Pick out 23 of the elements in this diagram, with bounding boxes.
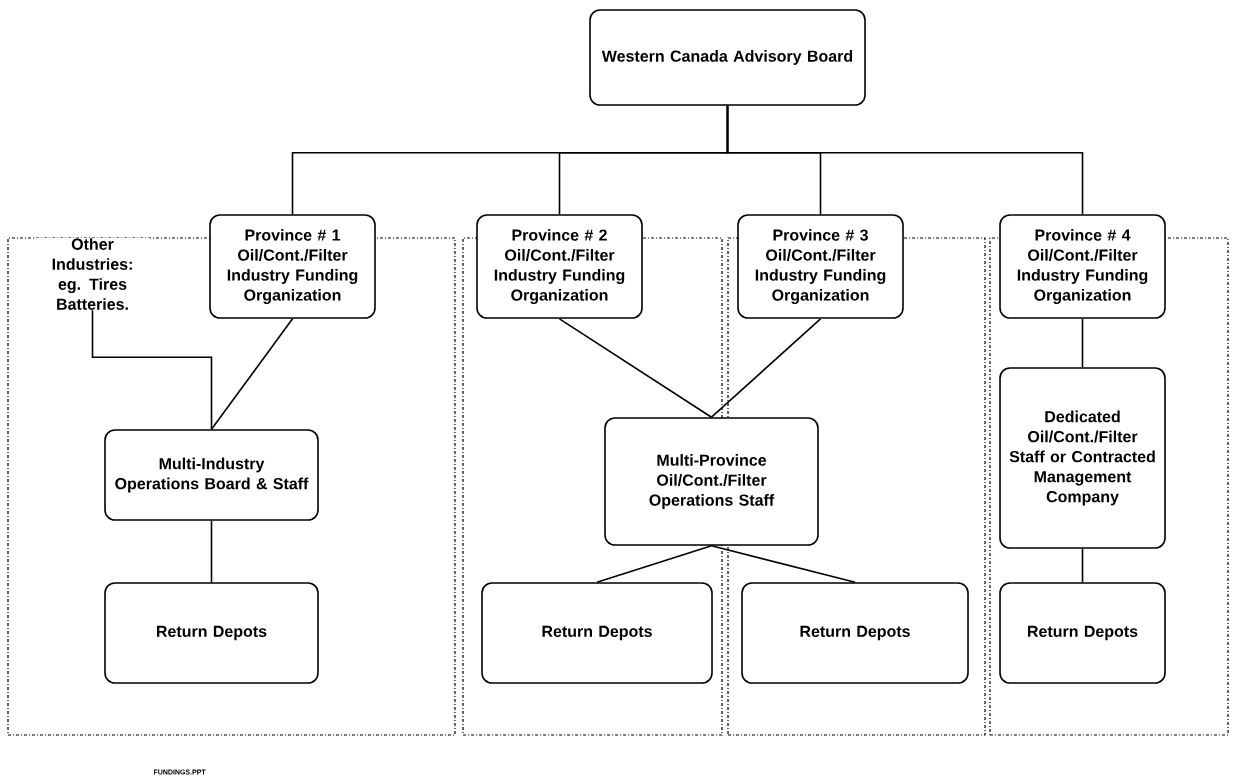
org-box: Return Depots <box>481 582 713 684</box>
connector-line <box>1081 318 1084 368</box>
org-box: Return Depots <box>104 582 319 684</box>
connector-line <box>596 545 713 583</box>
text-label: Other Industries: eg. Tires Batteries. <box>35 238 150 310</box>
org-box: Province # 1 Oil/Cont./Filter Industry Funding Organization <box>209 214 376 319</box>
connector-line <box>210 520 213 583</box>
connector-line <box>1081 548 1084 583</box>
connector-line <box>710 318 822 418</box>
connector-line <box>210 318 294 430</box>
org-box: Return Depots <box>999 582 1166 684</box>
connector-line <box>710 545 856 583</box>
org-box: Return Depots <box>741 582 969 684</box>
connector-line <box>91 309 213 430</box>
org-box: Multi-Province Oil/Cont./Filter Operations Staff <box>604 417 819 546</box>
org-box: Multi-Industry Operations Board & Staff <box>104 429 319 521</box>
org-box: Western Canada Advisory Board <box>589 9 866 106</box>
org-box: Province # 3 Oil/Cont./Filter Industry Funding Organization <box>737 214 904 319</box>
org-box: Dedicated Oil/Cont./Filter Staff or Contracted Management Company <box>999 367 1166 549</box>
connector-line <box>726 105 1084 215</box>
connector-line <box>558 318 713 418</box>
org-box: Province # 2 Oil/Cont./Filter Industry Funding Organization <box>476 214 643 319</box>
org-box: Province # 4 Oil/Cont./Filter Industry Funding Organization <box>999 214 1166 319</box>
